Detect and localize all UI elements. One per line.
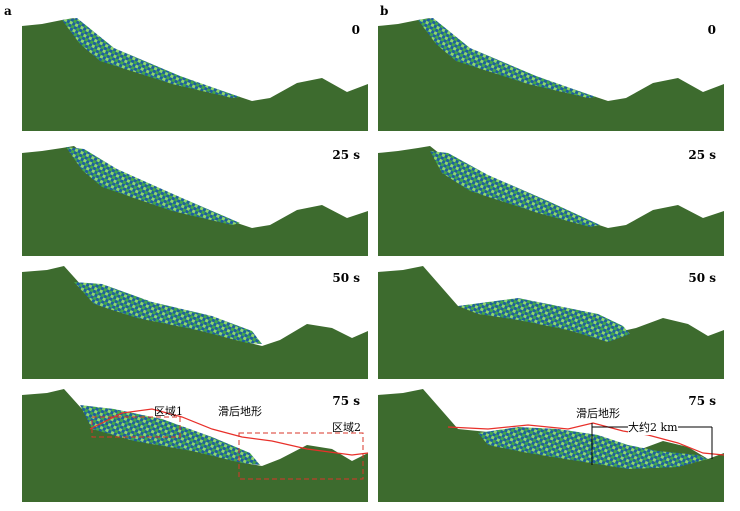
slide-mass xyxy=(66,147,240,225)
slope-scene-a-0 xyxy=(22,18,368,131)
slide-mass xyxy=(478,427,708,469)
slide-mass xyxy=(430,151,600,227)
time-label: 0 xyxy=(707,23,716,37)
slope-scene-b-50 xyxy=(378,266,724,379)
panel-a-0: 0 xyxy=(22,18,368,131)
terrain xyxy=(378,18,724,131)
terrain xyxy=(22,18,368,131)
terrain xyxy=(22,266,368,379)
slope-scene-a-25 xyxy=(22,146,368,256)
terrain xyxy=(22,389,368,502)
annotation-region-1: 区域1 xyxy=(154,405,183,418)
col-letter-a: a xyxy=(4,4,12,18)
slope-scene-a-50 xyxy=(22,266,368,379)
time-label: 75 s xyxy=(688,394,716,408)
time-label: 75 s xyxy=(332,394,360,408)
annotation-terrain: 滑后地形 xyxy=(218,405,262,418)
panel-b-75: 75 s 滑后地形 大约2 km xyxy=(378,389,724,502)
panel-a-25: 25 s xyxy=(22,143,368,256)
time-label: 50 s xyxy=(688,271,716,285)
slope-scene-b-75 xyxy=(378,389,724,502)
annotation-distance: 大约2 km xyxy=(628,419,678,435)
slope-scene-b-0 xyxy=(378,18,724,131)
panel-b-0: 0 xyxy=(378,18,724,131)
slope-scene-b-25 xyxy=(378,146,724,256)
slide-mass xyxy=(458,298,630,342)
terrain xyxy=(378,146,724,256)
region-1-box xyxy=(91,416,181,438)
annotation-region-2: 区域2 xyxy=(332,421,361,434)
slide-mass xyxy=(74,282,262,344)
panel-a-75: 75 s 区域1 滑后地形 区域2 xyxy=(22,389,368,502)
time-label: 25 s xyxy=(332,148,360,162)
panel-a-50: 50 s xyxy=(22,266,368,379)
post-slide-line xyxy=(89,408,368,456)
slide-mass xyxy=(418,18,596,98)
time-label: 0 xyxy=(351,23,360,37)
panel-b-25: 25 s xyxy=(378,143,724,256)
terrain xyxy=(22,146,368,256)
time-label: 50 s xyxy=(332,271,360,285)
slide-mass xyxy=(62,18,240,98)
slide-mass xyxy=(80,405,260,465)
region-2-box xyxy=(238,432,364,480)
slope-scene-a-75 xyxy=(22,389,368,502)
panel-b-50: 50 s xyxy=(378,266,724,379)
annotation-terrain: 滑后地形 xyxy=(576,407,620,420)
col-letter-b: b xyxy=(380,4,389,18)
time-label: 25 s xyxy=(688,148,716,162)
